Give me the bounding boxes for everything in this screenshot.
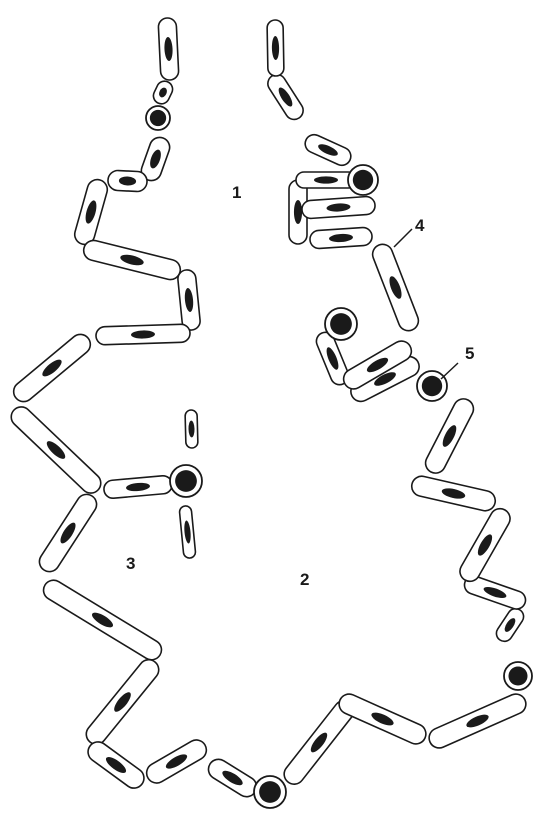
cell-nucleus: [294, 200, 302, 224]
leader-line-4: [394, 229, 412, 247]
round-cell-nucleus: [150, 110, 166, 126]
cell-nucleus: [314, 176, 338, 183]
leader-line-5: [441, 363, 458, 379]
round-cell-nucleus: [175, 470, 197, 492]
label-4: 4: [415, 216, 425, 235]
cell-layer: [7, 18, 532, 808]
round-cell-nucleus: [353, 170, 373, 190]
round-cell-nucleus: [422, 376, 442, 396]
round-cell-nucleus: [508, 666, 527, 685]
label-2: 2: [300, 570, 309, 589]
round-cell-nucleus: [330, 313, 352, 335]
label-5: 5: [465, 344, 474, 363]
label-3: 3: [126, 554, 135, 573]
round-cell-nucleus: [259, 781, 281, 803]
label-1: 1: [232, 183, 241, 202]
